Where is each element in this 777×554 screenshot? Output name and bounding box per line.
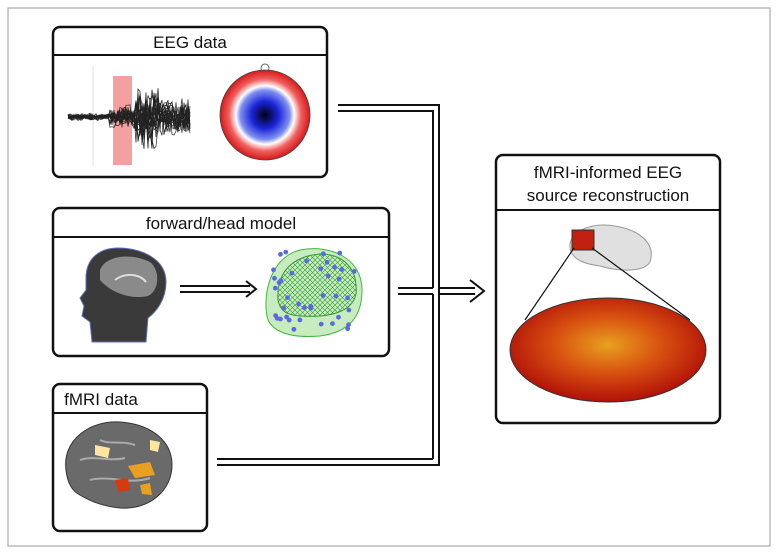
electrode-dot (325, 273, 331, 279)
eeg-data-box: EEG data (51, 25, 329, 179)
forward-head-model-box: forward/head model (51, 206, 391, 358)
electrode-dot (346, 307, 352, 313)
electrode-dot (320, 293, 326, 298)
connector-pipes (217, 104, 486, 466)
electrode-dot (351, 269, 357, 274)
fmri-box-title: fMRI data (64, 390, 138, 409)
electrode-dot (333, 293, 339, 299)
arrow-to-result-icon (469, 279, 486, 303)
head-mesh-model-image (265, 248, 363, 337)
eeg-trace (67, 88, 191, 150)
electrode-dot (271, 267, 276, 273)
electrode-dot (281, 305, 286, 311)
eeg-box-title: EEG data (153, 33, 227, 52)
brain-with-source-image (569, 224, 652, 271)
electrode-dot (296, 301, 301, 307)
eeg-waveform-plot (67, 66, 191, 166)
electrode-dot (304, 258, 309, 264)
electrode-dot (318, 321, 324, 327)
source-activation-map (509, 297, 707, 403)
electrode-dot (318, 266, 324, 272)
electrode-dot (336, 314, 341, 320)
forward-box-title: forward/head model (146, 214, 296, 233)
transform-arrow-icon (180, 280, 258, 298)
electrode-dot (320, 251, 326, 257)
electrode-dot (308, 303, 314, 309)
electrode-dot (330, 321, 335, 326)
electrode-dot (324, 259, 330, 265)
electrode-dot (278, 251, 283, 257)
fmri-brain-activation-image (65, 421, 173, 509)
electrode-dot (289, 270, 295, 276)
outer-frame (7, 7, 771, 547)
electrode-dot (285, 295, 290, 300)
electrode-dot (272, 275, 277, 281)
electrode-dot (276, 280, 282, 285)
electrode-dot (346, 322, 351, 328)
electrode-dot (339, 267, 344, 272)
eeg-trace (67, 92, 191, 149)
electrode-dot (291, 326, 297, 332)
electrode-dot (301, 305, 307, 311)
electrode-dot (345, 295, 350, 301)
electrode-dot (272, 285, 278, 291)
zoom-lines (524, 247, 691, 321)
electrode-dot (283, 249, 289, 255)
eeg-trace (67, 95, 191, 150)
fmri-data-box: fMRI data (51, 382, 209, 533)
electrode-dot (332, 264, 337, 270)
mri-head-image (79, 247, 167, 343)
electrode-dot (274, 315, 280, 321)
electrode-dot (336, 276, 342, 282)
eeg-topography-map (219, 63, 311, 161)
electrode-dot (345, 326, 351, 332)
result-title-line1: fMRI-informed EEG (534, 163, 682, 182)
electrode-dot (284, 314, 289, 320)
fmri-informed-eeg-result-box: fMRI-informed EEG source reconstruction (494, 153, 722, 425)
electrode-dot (297, 317, 303, 323)
result-title-line2: source reconstruction (527, 186, 690, 205)
electrode-dot (337, 250, 343, 256)
